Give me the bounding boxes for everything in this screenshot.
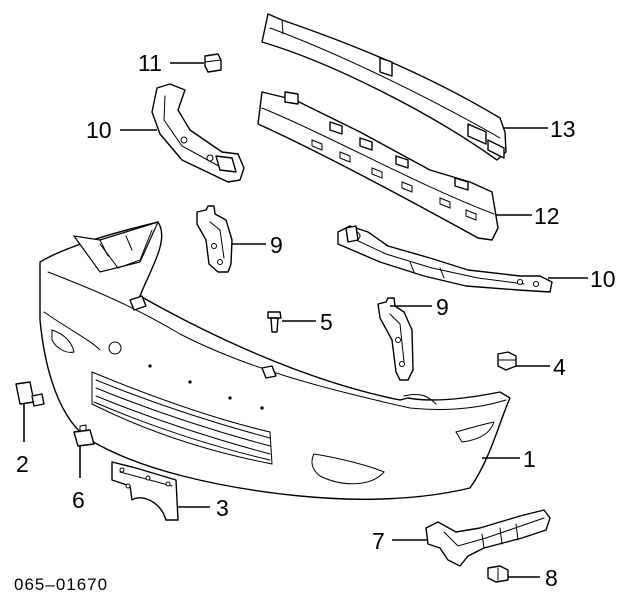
callout-7: 7 — [372, 528, 385, 554]
push-clip-5 — [267, 311, 282, 333]
bumper-bracket-right — [337, 225, 553, 293]
leader-lines — [23, 62, 588, 578]
callout-6: 6 — [72, 487, 85, 513]
retainer-4 — [497, 351, 517, 371]
callout-11: 11 — [138, 50, 162, 76]
clip-6 — [73, 424, 95, 447]
callout-3: 3 — [216, 495, 229, 521]
callout-9-upper: 9 — [270, 232, 283, 258]
callout-10-left: 10 — [86, 117, 112, 143]
bumper-bracket-left — [151, 83, 245, 183]
callout-10-right: 10 — [590, 266, 616, 292]
callout-4: 4 — [553, 354, 566, 380]
bumper-reinforcement — [261, 13, 507, 161]
front-bumper-cover — [39, 221, 511, 500]
fastener-clip-11 — [204, 53, 222, 73]
callout-9-lower: 9 — [436, 294, 449, 320]
callout-5: 5 — [320, 309, 333, 335]
license-plate-bracket — [111, 461, 179, 521]
callout-13: 13 — [550, 116, 576, 142]
callout-2: 2 — [16, 451, 29, 477]
side-support-bracket-upper — [196, 205, 233, 273]
side-support-bracket-lower — [377, 297, 414, 381]
clip-2 — [15, 381, 45, 407]
callout-12: 12 — [534, 203, 560, 229]
callout-1: 1 — [523, 446, 536, 472]
diagram-reference-number: 065–01670 — [14, 575, 108, 594]
callout-8: 8 — [545, 565, 558, 591]
clip-8 — [487, 565, 509, 583]
energy-absorber — [257, 91, 499, 241]
lower-bracket — [425, 509, 551, 567]
